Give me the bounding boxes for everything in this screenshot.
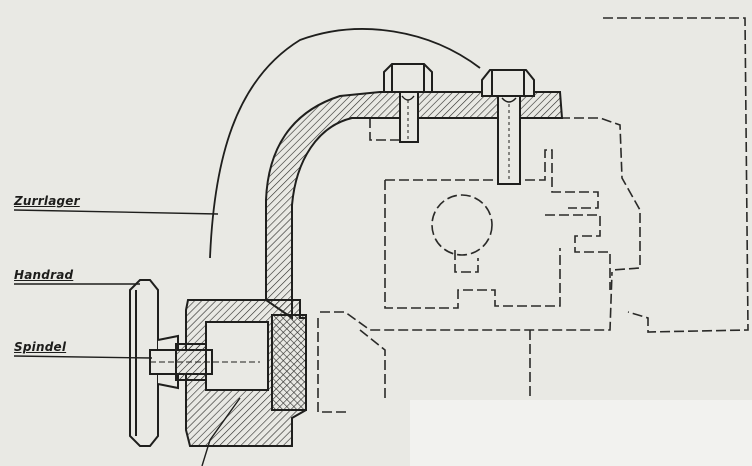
label-spindel: Spindel [14,340,67,354]
zurrlager-bracket [185,28,564,447]
leader-lines [13,209,241,466]
machine-body-outline [317,17,749,413]
label-handrad: Handrad [14,268,74,282]
label-zurrlager: Zurrlager [14,194,80,208]
spindel-shaft [149,343,260,381]
bolt-right [481,69,535,185]
bolt-left [383,63,433,143]
